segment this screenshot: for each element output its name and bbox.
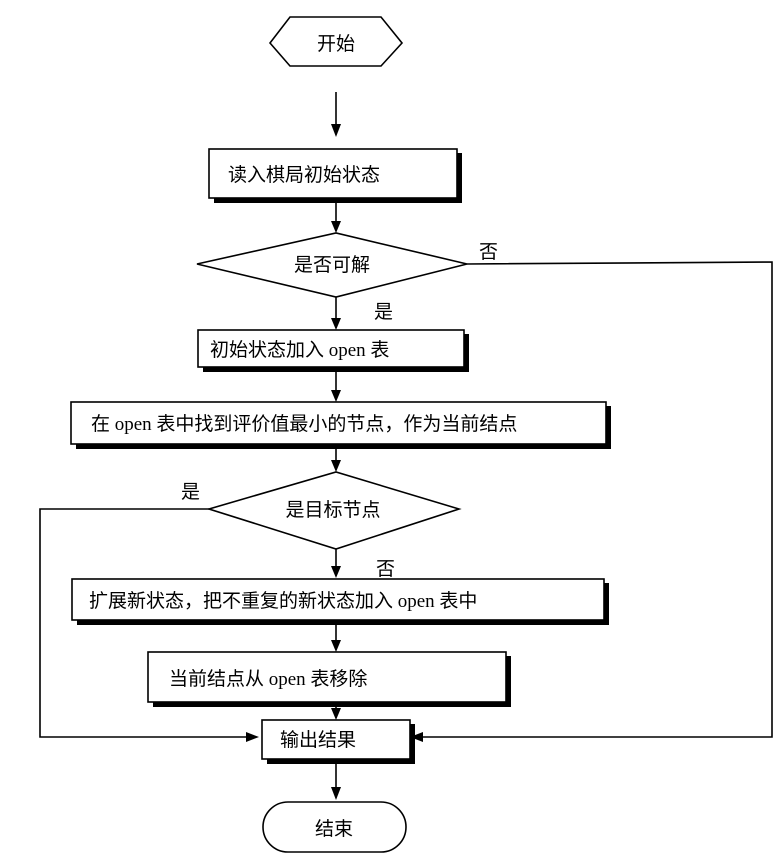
solvable-label: 是否可解	[294, 254, 370, 276]
arrow-add-to-find	[331, 372, 341, 402]
start-node: 开始	[268, 16, 404, 67]
output-label: 输出结果	[280, 729, 356, 751]
arrow-find-to-target	[331, 449, 341, 472]
solvable-no-label: 否	[479, 242, 498, 263]
target-no-label: 否	[376, 559, 395, 580]
expand-label: 扩展新状态，把不重复的新状态加入 open 表中	[89, 590, 477, 612]
arrow-expand-to-remove	[331, 625, 341, 652]
solvable-decision: 是否可解	[196, 232, 468, 298]
end-node: 结束	[262, 801, 407, 853]
target-label: 是目标节点	[285, 499, 380, 521]
connector-solvable-no	[410, 261, 773, 742]
arrow-start-to-read	[331, 92, 341, 137]
connector-target-yes	[39, 508, 259, 742]
find-min-node: 在 open 表中找到评价值最小的节点，作为当前结点	[70, 401, 611, 449]
remove-label: 当前结点从 open 表移除	[169, 668, 367, 690]
read-state-node: 读入棋局初始状态	[208, 148, 462, 203]
solvable-yes-label: 是	[374, 302, 393, 323]
start-label: 开始	[317, 33, 355, 55]
find-min-label: 在 open 表中找到评价值最小的节点，作为当前结点	[91, 413, 517, 435]
target-decision: 是目标节点	[206, 471, 462, 550]
arrow-output-to-end	[331, 764, 341, 800]
add-open-node: 初始状态加入 open 表	[197, 329, 469, 372]
arrow-target-to-expand	[331, 549, 341, 578]
add-open-label: 初始状态加入 open 表	[210, 339, 389, 361]
target-yes-label: 是	[181, 482, 200, 503]
end-label: 结束	[315, 818, 353, 840]
expand-node: 扩展新状态，把不重复的新状态加入 open 表中	[71, 578, 609, 625]
remove-node: 当前结点从 open 表移除	[147, 651, 511, 707]
arrow-remove-to-output	[331, 707, 341, 720]
output-node: 输出结果	[261, 719, 415, 764]
read-state-label: 读入棋局初始状态	[228, 164, 380, 186]
arrow-read-to-solvable	[331, 203, 341, 233]
arrow-solvable-to-add	[331, 297, 341, 330]
